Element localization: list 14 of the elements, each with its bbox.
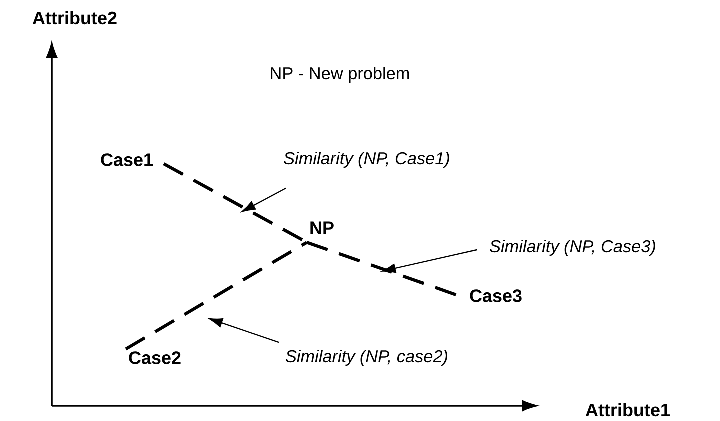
dashed-line [125, 241, 308, 351]
note: NP - New problem [271, 66, 410, 84]
point-label: Case3 [470, 290, 522, 302]
axis-label: Attribute1 [586, 403, 670, 417]
point-label: Case2 [129, 352, 181, 364]
point-label: Case1 [101, 154, 153, 166]
similarity-label: Similarity (NP, case2) [286, 350, 448, 366]
leader-arrow [209, 318, 280, 344]
similarity-label: Similarity (NP, Case1) [284, 152, 450, 168]
leader-arrow [242, 188, 286, 212]
point-label: NP [310, 222, 334, 234]
axis-label: Attribute2 [32, 11, 117, 25]
similarity-label: Similarity (NP, Case3) [490, 240, 656, 256]
leader-arrow [382, 249, 478, 274]
